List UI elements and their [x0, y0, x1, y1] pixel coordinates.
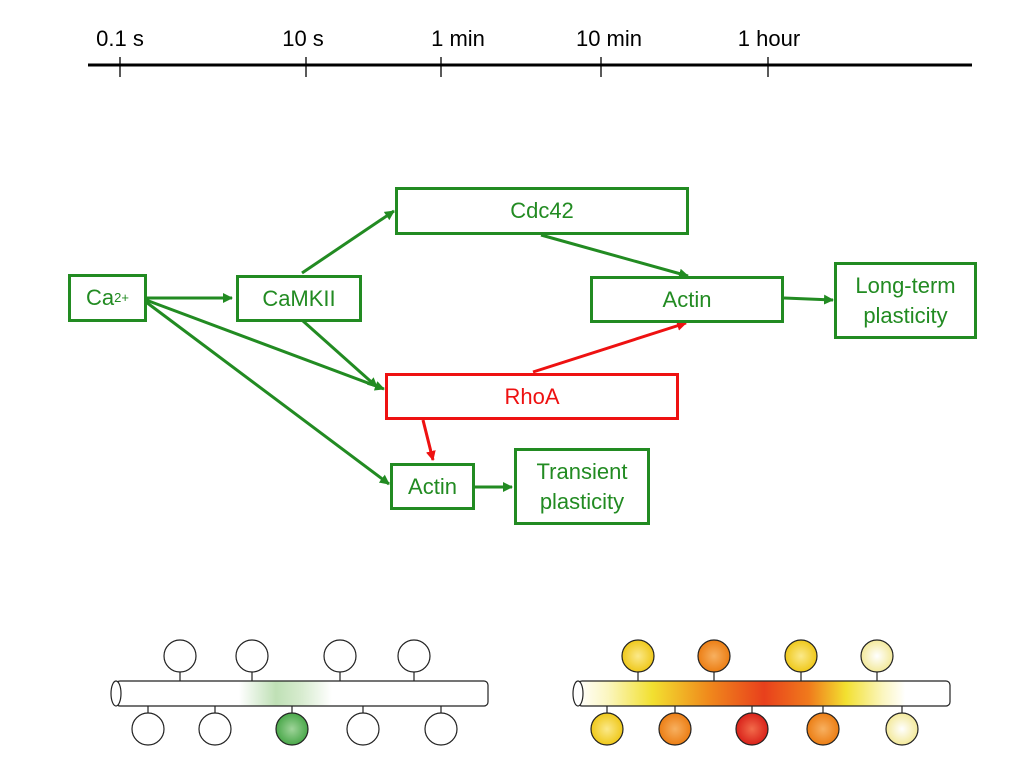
- spine-head-yellow: [590, 712, 624, 746]
- spine-head-yellow: [784, 639, 818, 673]
- spine-head-yellow: [621, 639, 655, 673]
- spine-head-active: [275, 712, 309, 746]
- node-rhoa: RhoA: [385, 373, 679, 420]
- spine-head-orange: [658, 712, 692, 746]
- transient-plasticity-label: Transient plasticity: [536, 458, 628, 514]
- actin-long-label: Actin: [662, 286, 712, 312]
- dendrite-late: [572, 639, 951, 746]
- actin-transient-label: Actin: [408, 473, 457, 499]
- spine-head: [397, 639, 431, 673]
- tick-label-10min: 10 min: [576, 26, 642, 51]
- arrow-rhoa-actin-transient: [421, 419, 436, 461]
- arrow-camkii-cdc42: [301, 209, 395, 275]
- node-cdc42: Cdc42: [395, 187, 689, 235]
- tick-label-1min: 1 min: [431, 26, 485, 51]
- node-transient-plasticity: Transient plasticity: [514, 448, 650, 525]
- spine-head-red: [735, 712, 769, 746]
- spine-head: [346, 712, 380, 746]
- arrow-cdc42-actin: [540, 233, 689, 279]
- dendrite-end: [572, 680, 584, 707]
- node-actin-transient: Actin: [390, 463, 475, 510]
- spine-head: [323, 639, 357, 673]
- pathway-arrows: [145, 209, 834, 492]
- spine-head-pale: [885, 712, 919, 746]
- dendrite-early: [110, 639, 489, 746]
- dendrite-shaft: [115, 680, 489, 707]
- arrow-rhoa-actin: [532, 320, 687, 374]
- cdc42-label: Cdc42: [510, 198, 574, 223]
- node-actin-long: Actin: [590, 276, 784, 323]
- spine-head-orange: [697, 639, 731, 673]
- rhoa-label: RhoA: [504, 383, 560, 409]
- spine-head: [131, 712, 165, 746]
- arrow-actin-longterm: [783, 294, 834, 305]
- dendrite-end: [110, 680, 122, 707]
- tick-label-0.1s: 0.1 s: [96, 26, 144, 51]
- spine-head: [198, 712, 232, 746]
- node-long-term-plasticity: Long-term plasticity: [834, 262, 977, 339]
- long-term-plasticity-label: Long-term plasticity: [855, 272, 956, 328]
- timeline: 0.1 s 10 s 1 min 10 min 1 hour: [88, 26, 972, 77]
- spine-head-pale: [860, 639, 894, 673]
- spine-head: [163, 639, 197, 673]
- spine-head-orange: [806, 712, 840, 746]
- spine-head: [235, 639, 269, 673]
- arrow-ca-actin: [145, 300, 390, 486]
- camkii-label: CaMKII: [262, 285, 336, 311]
- tick-label-10s: 10 s: [282, 26, 324, 51]
- calcium-label: Ca: [86, 285, 115, 310]
- node-camkii: CaMKII: [236, 275, 362, 322]
- dendrite-shaft: [577, 680, 951, 707]
- spine-head: [424, 712, 458, 746]
- arrow-camkii-rhoa: [302, 319, 378, 389]
- arrow-ca-rhoa: [145, 298, 385, 391]
- tick-label-1hour: 1 hour: [738, 26, 800, 51]
